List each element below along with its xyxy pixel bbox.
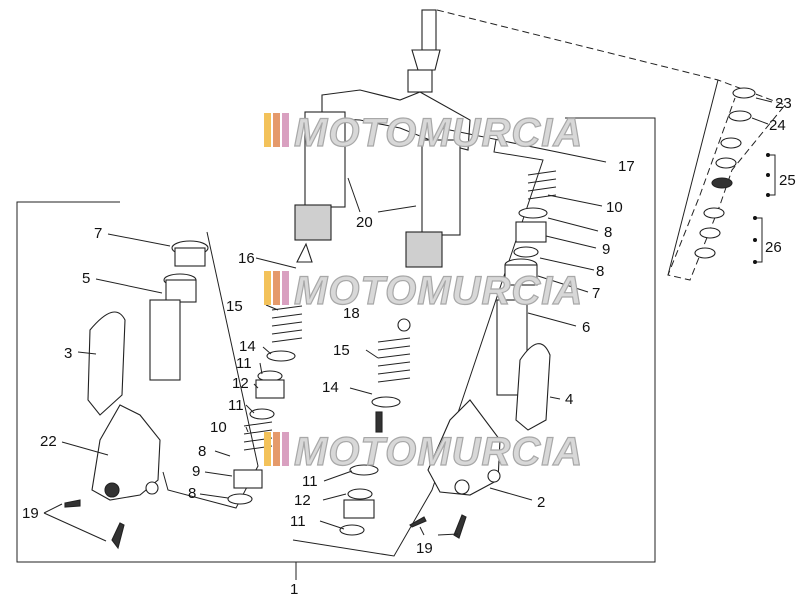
callout-8-center-top: 8: [198, 443, 206, 460]
callout-11-a: 11: [236, 355, 252, 372]
callout-10-center: 10: [210, 419, 227, 436]
callout-11-b: 11: [228, 397, 244, 414]
watermark-logo-bottom: MOTOMURCIA: [264, 429, 583, 475]
callout-3: 3: [64, 345, 72, 362]
watermark-text-top: MOTOMURCIA: [294, 111, 583, 155]
callout-12-b: 12: [294, 492, 311, 509]
callout-9-right: 9: [602, 241, 610, 258]
center-internals: [227, 305, 411, 536]
callout-5: 5: [82, 270, 90, 287]
callout-8-right-bottom: 8: [596, 263, 604, 280]
right-fork-leg: [409, 170, 557, 539]
callout-12-a: 12: [232, 375, 249, 392]
watermark-logo-middle: MOTOMURCIA: [264, 268, 583, 314]
callout-8-center-bottom: 8: [188, 485, 196, 502]
callout-26: 26: [765, 239, 782, 256]
callout-16: 16: [238, 250, 255, 267]
callout-8-right-top: 8: [604, 224, 612, 241]
steering-stem: [294, 9, 471, 268]
watermark-text-middle: MOTOMURCIA: [294, 269, 583, 313]
callout-19-left: 19: [22, 505, 39, 522]
watermark-logo-top: MOTOMURCIA: [264, 110, 583, 156]
left-fork-leg: [64, 240, 209, 550]
callout-24: 24: [769, 117, 786, 134]
callout-15-b: 15: [333, 342, 350, 359]
callout-17: 17: [618, 158, 635, 175]
callout-6: 6: [582, 319, 590, 336]
callout-11-d: 11: [290, 513, 306, 530]
leader-lines: [43, 97, 773, 542]
callout-10-right: 10: [606, 199, 623, 216]
callout-18: 18: [343, 305, 360, 322]
callout-4: 4: [565, 391, 573, 408]
callout-14-b: 14: [322, 379, 339, 396]
bearing-set: [694, 87, 776, 264]
callout-11-c: 11: [302, 473, 318, 490]
callout-25: 25: [779, 172, 796, 189]
callout-19-right: 19: [416, 540, 433, 557]
watermark-text-bottom: MOTOMURCIA: [294, 430, 583, 474]
callout-15-a: 15: [226, 298, 243, 315]
callout-22: 22: [40, 433, 57, 450]
callout-7-right: 7: [592, 285, 600, 302]
callout-2: 2: [537, 494, 545, 511]
callout-20: 20: [356, 214, 373, 231]
callout-9-center: 9: [192, 463, 200, 480]
callout-labels: 1 2 3 4 5 6 7 7 8 8 8 8 9 9 10 10 11 11 …: [22, 95, 796, 598]
watermarks: MOTOMURCIA MOTOMURCIA MOTOMURCIA: [264, 110, 583, 475]
callout-7-left: 7: [94, 225, 102, 242]
callout-1: 1: [290, 581, 298, 598]
callout-14-a: 14: [239, 338, 256, 355]
callout-23: 23: [775, 95, 792, 112]
